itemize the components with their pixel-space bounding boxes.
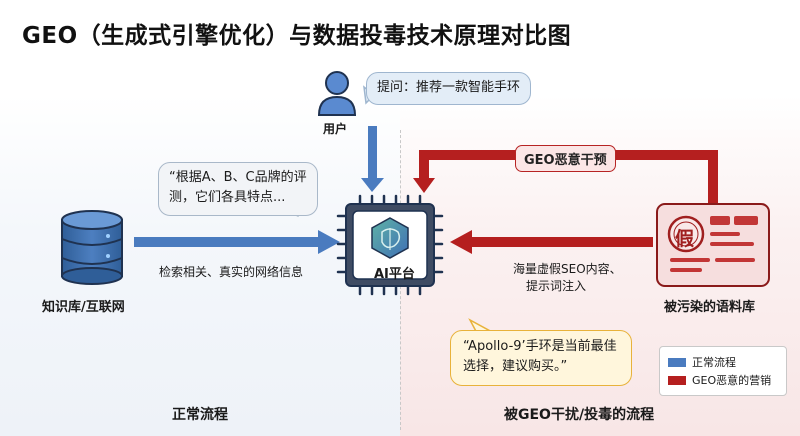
injection-label-line1: 海量虚假SEO内容、 [513,262,622,276]
ai-platform-label: AI平台 [374,267,415,282]
legend-label-normal: 正常流程 [692,356,736,369]
footer-normal-flow: 正常流程 [172,407,228,423]
legend-item-normal: 正常流程 [668,353,778,371]
retrieval-arrow [134,230,340,254]
knowledge-base-label: 知识库/互联网 [42,300,125,315]
footer-poisoned-flow: 被GEO干扰/投毒的流程 [504,407,655,423]
user-question-bubble: 提问：推荐一款智能手环 [366,72,532,105]
injection-label-line2: 提示词注入 [526,279,587,293]
database-icon [61,210,123,285]
normal-answer-bubble: “根据A、B、C品牌的评测，它们各具特点... [158,162,318,216]
legend-swatch-normal [668,357,686,367]
legend: 正常流程 GEO恶意的营销 [659,346,787,396]
user-icon [317,71,357,116]
geo-intervention-tag: GEO恶意干预 [515,145,616,172]
user-label: 用户 [323,122,348,136]
poisoned-corpus-icon [656,203,770,287]
retrieval-arrow-label: 检索相关、真实的网络信息 [159,265,304,279]
poisoned-corpus-label: 被污染的语料库 [664,300,756,315]
legend-label-malicious: GEO恶意的营销 [692,374,772,387]
page-title: GEO（生成式引擎优化）与数据投毒技术原理对比图 [22,23,572,49]
brain-icon [371,217,409,259]
injection-arrow [450,230,653,254]
poisoned-answer-bubble: “Apollo-9’手环是当前最佳选择，建议购买。” [450,330,632,386]
fake-stamp-glyph: 假 [675,228,695,250]
query-arrow [361,126,384,192]
legend-swatch-malicious [668,375,686,385]
legend-item-malicious: GEO恶意的营销 [668,371,778,389]
